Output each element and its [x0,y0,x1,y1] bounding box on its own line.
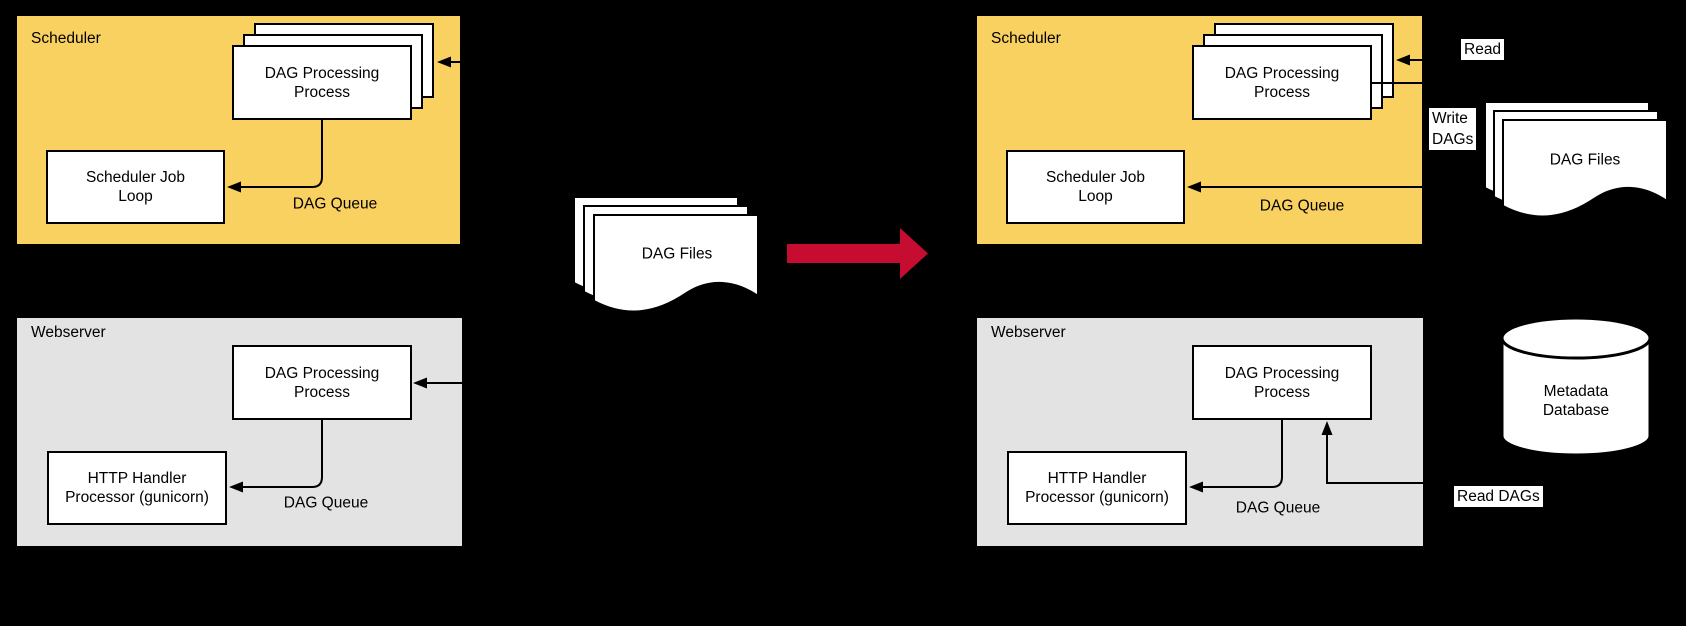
after-dag-files-label: DAG Files [1549,151,1621,169]
before-scheduler-queue-label: DAG Queue [292,195,378,213]
read-annotation: Read [1461,39,1505,60]
after-scheduler-job-loop-box: Scheduler Job Loop [1006,150,1185,224]
before-webserver-process-box: DAG Processing Process [232,345,412,420]
after-scheduler-queue-label: DAG Queue [1259,197,1345,215]
before-scheduler-title: Scheduler [31,30,101,47]
after-scheduler-process-box: DAG Processing Process [1192,45,1372,120]
write-dags-annotation: Write DAGs [1429,108,1477,150]
after-webserver-title: Webserver [991,324,1066,341]
after-scheduler-title: Scheduler [991,30,1061,47]
before-webserver-handler-box: HTTP Handler Processor (gunicorn) [47,451,227,525]
before-webserver-queue-label: DAG Queue [283,494,369,512]
before-webserver-title: Webserver [31,324,106,341]
after-webserver-process-box: DAG Processing Process [1192,345,1372,420]
metadata-database-label: Metadata Database [1542,383,1610,419]
after-webserver-handler-box: HTTP Handler Processor (gunicorn) [1007,451,1187,525]
after-webserver-queue-label: DAG Queue [1235,499,1321,517]
read-dags-annotation: Read DAGs [1454,486,1543,507]
before-scheduler-job-loop-box: Scheduler Job Loop [46,150,225,224]
before-dag-files-label: DAG Files [641,245,713,263]
transition-arrow-icon [787,228,928,279]
before-scheduler-process-box: DAG Processing Process [232,45,412,120]
